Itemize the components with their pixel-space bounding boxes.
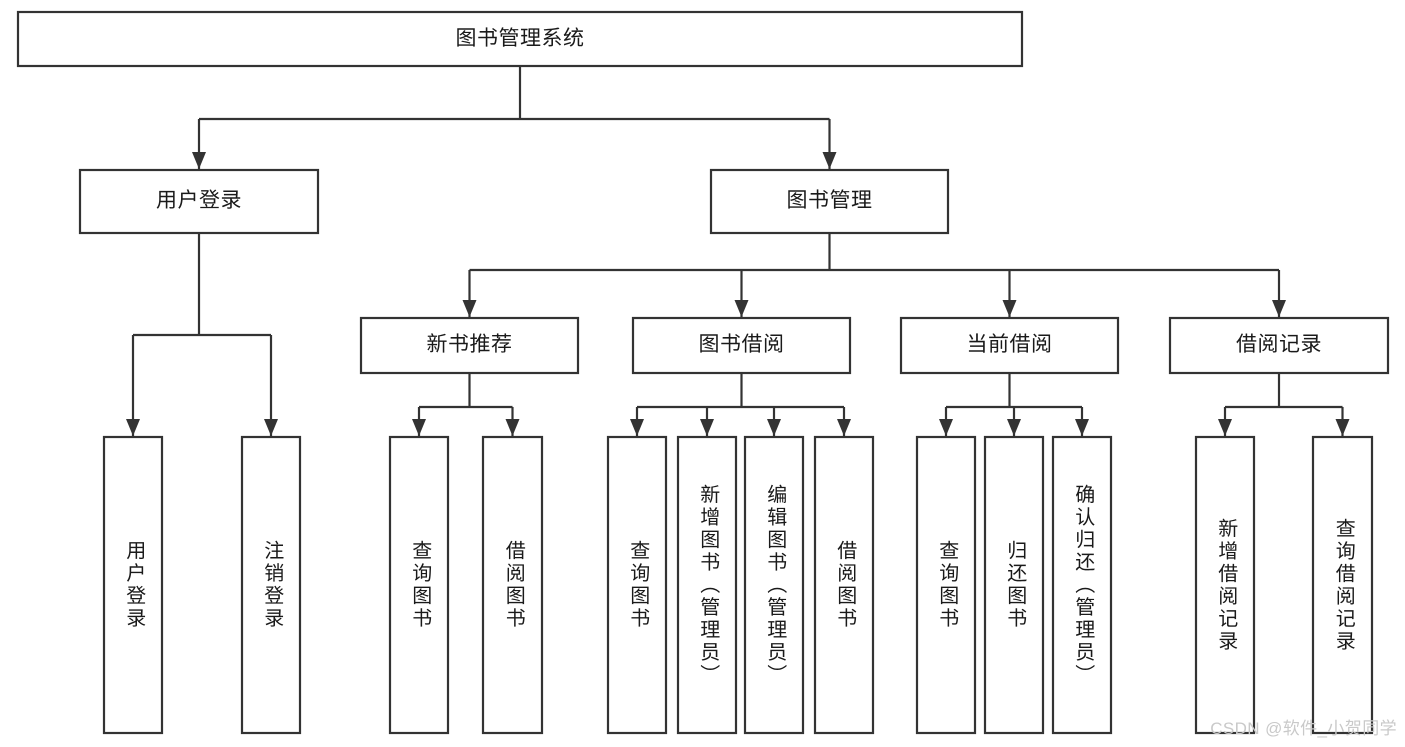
node-box-leaf-query-book-3 bbox=[915, 435, 977, 735]
node-box-book-management bbox=[709, 168, 950, 235]
node-box-user-login bbox=[78, 168, 320, 235]
node-box-new-book-recommend bbox=[359, 316, 580, 375]
node-box-leaf-confirm-return bbox=[1051, 435, 1113, 735]
node-box-leaf-borrow-book-2 bbox=[813, 435, 875, 735]
arrow-head-icon bbox=[1272, 300, 1286, 317]
arrow-head-icon bbox=[822, 152, 837, 169]
node-box-layer bbox=[16, 10, 1390, 735]
node-leaf-add-book[interactable] bbox=[678, 437, 736, 733]
node-box-leaf-add-book bbox=[676, 435, 738, 735]
node-leaf-query-book-3[interactable] bbox=[917, 437, 975, 733]
arrow-head-icon bbox=[700, 419, 714, 436]
node-leaf-confirm-return[interactable] bbox=[1053, 437, 1111, 733]
node-box-book-borrow bbox=[631, 316, 852, 375]
node-leaf-user-logout[interactable] bbox=[242, 437, 300, 733]
node-leaf-query-book-2[interactable] bbox=[608, 437, 666, 733]
node-box-root bbox=[16, 10, 1024, 68]
node-new-book-recommend[interactable] bbox=[361, 318, 578, 373]
node-box-borrow-record bbox=[1168, 316, 1390, 375]
node-current-borrow[interactable] bbox=[901, 318, 1118, 373]
arrow-head-icon bbox=[126, 419, 140, 436]
arrow-head-icon bbox=[630, 419, 644, 436]
node-book-management[interactable] bbox=[711, 170, 948, 233]
arrow-head-icon bbox=[1335, 419, 1350, 436]
arrow-head-icon bbox=[412, 419, 426, 436]
node-box-leaf-query-book-1 bbox=[388, 435, 450, 735]
node-leaf-add-record[interactable] bbox=[1196, 437, 1254, 733]
connector-layer bbox=[126, 66, 1350, 436]
arrow-head-icon bbox=[837, 419, 851, 436]
arrow-head-icon bbox=[767, 419, 781, 436]
arrow-head-icon bbox=[734, 300, 749, 317]
node-box-leaf-edit-book bbox=[743, 435, 805, 735]
arrow-head-icon bbox=[462, 300, 477, 317]
node-leaf-return-book[interactable] bbox=[985, 437, 1043, 733]
node-box-leaf-user-logout bbox=[240, 435, 302, 735]
arrow-head-icon bbox=[939, 419, 953, 436]
arrow-head-icon bbox=[1002, 300, 1017, 317]
node-box-leaf-return-book bbox=[983, 435, 1045, 735]
watermark-text: CSDN @软件_小贺同学 bbox=[1210, 719, 1397, 738]
node-box-leaf-query-record bbox=[1311, 435, 1374, 735]
node-box-leaf-add-record bbox=[1194, 435, 1256, 735]
node-box-current-borrow bbox=[899, 316, 1120, 375]
node-leaf-borrow-book-2[interactable] bbox=[815, 437, 873, 733]
arrow-head-icon bbox=[1075, 419, 1089, 436]
arrow-head-icon bbox=[1007, 419, 1021, 436]
arrow-head-icon bbox=[192, 152, 206, 169]
arrow-head-icon bbox=[1218, 419, 1232, 436]
node-borrow-record[interactable] bbox=[1170, 318, 1388, 373]
node-leaf-user-login[interactable] bbox=[104, 437, 162, 733]
node-book-borrow[interactable] bbox=[633, 318, 850, 373]
node-leaf-query-record[interactable] bbox=[1313, 437, 1372, 733]
node-user-login[interactable] bbox=[80, 170, 318, 233]
node-root[interactable] bbox=[18, 12, 1022, 66]
node-box-leaf-query-book-2 bbox=[606, 435, 668, 735]
node-leaf-edit-book[interactable] bbox=[745, 437, 803, 733]
node-leaf-borrow-book-1[interactable] bbox=[483, 437, 542, 733]
node-box-leaf-borrow-book-1 bbox=[481, 435, 544, 735]
node-box-leaf-user-login bbox=[102, 435, 164, 735]
arrow-head-icon bbox=[264, 419, 278, 436]
arrow-head-icon bbox=[505, 419, 520, 436]
node-leaf-query-book-1[interactable] bbox=[390, 437, 448, 733]
